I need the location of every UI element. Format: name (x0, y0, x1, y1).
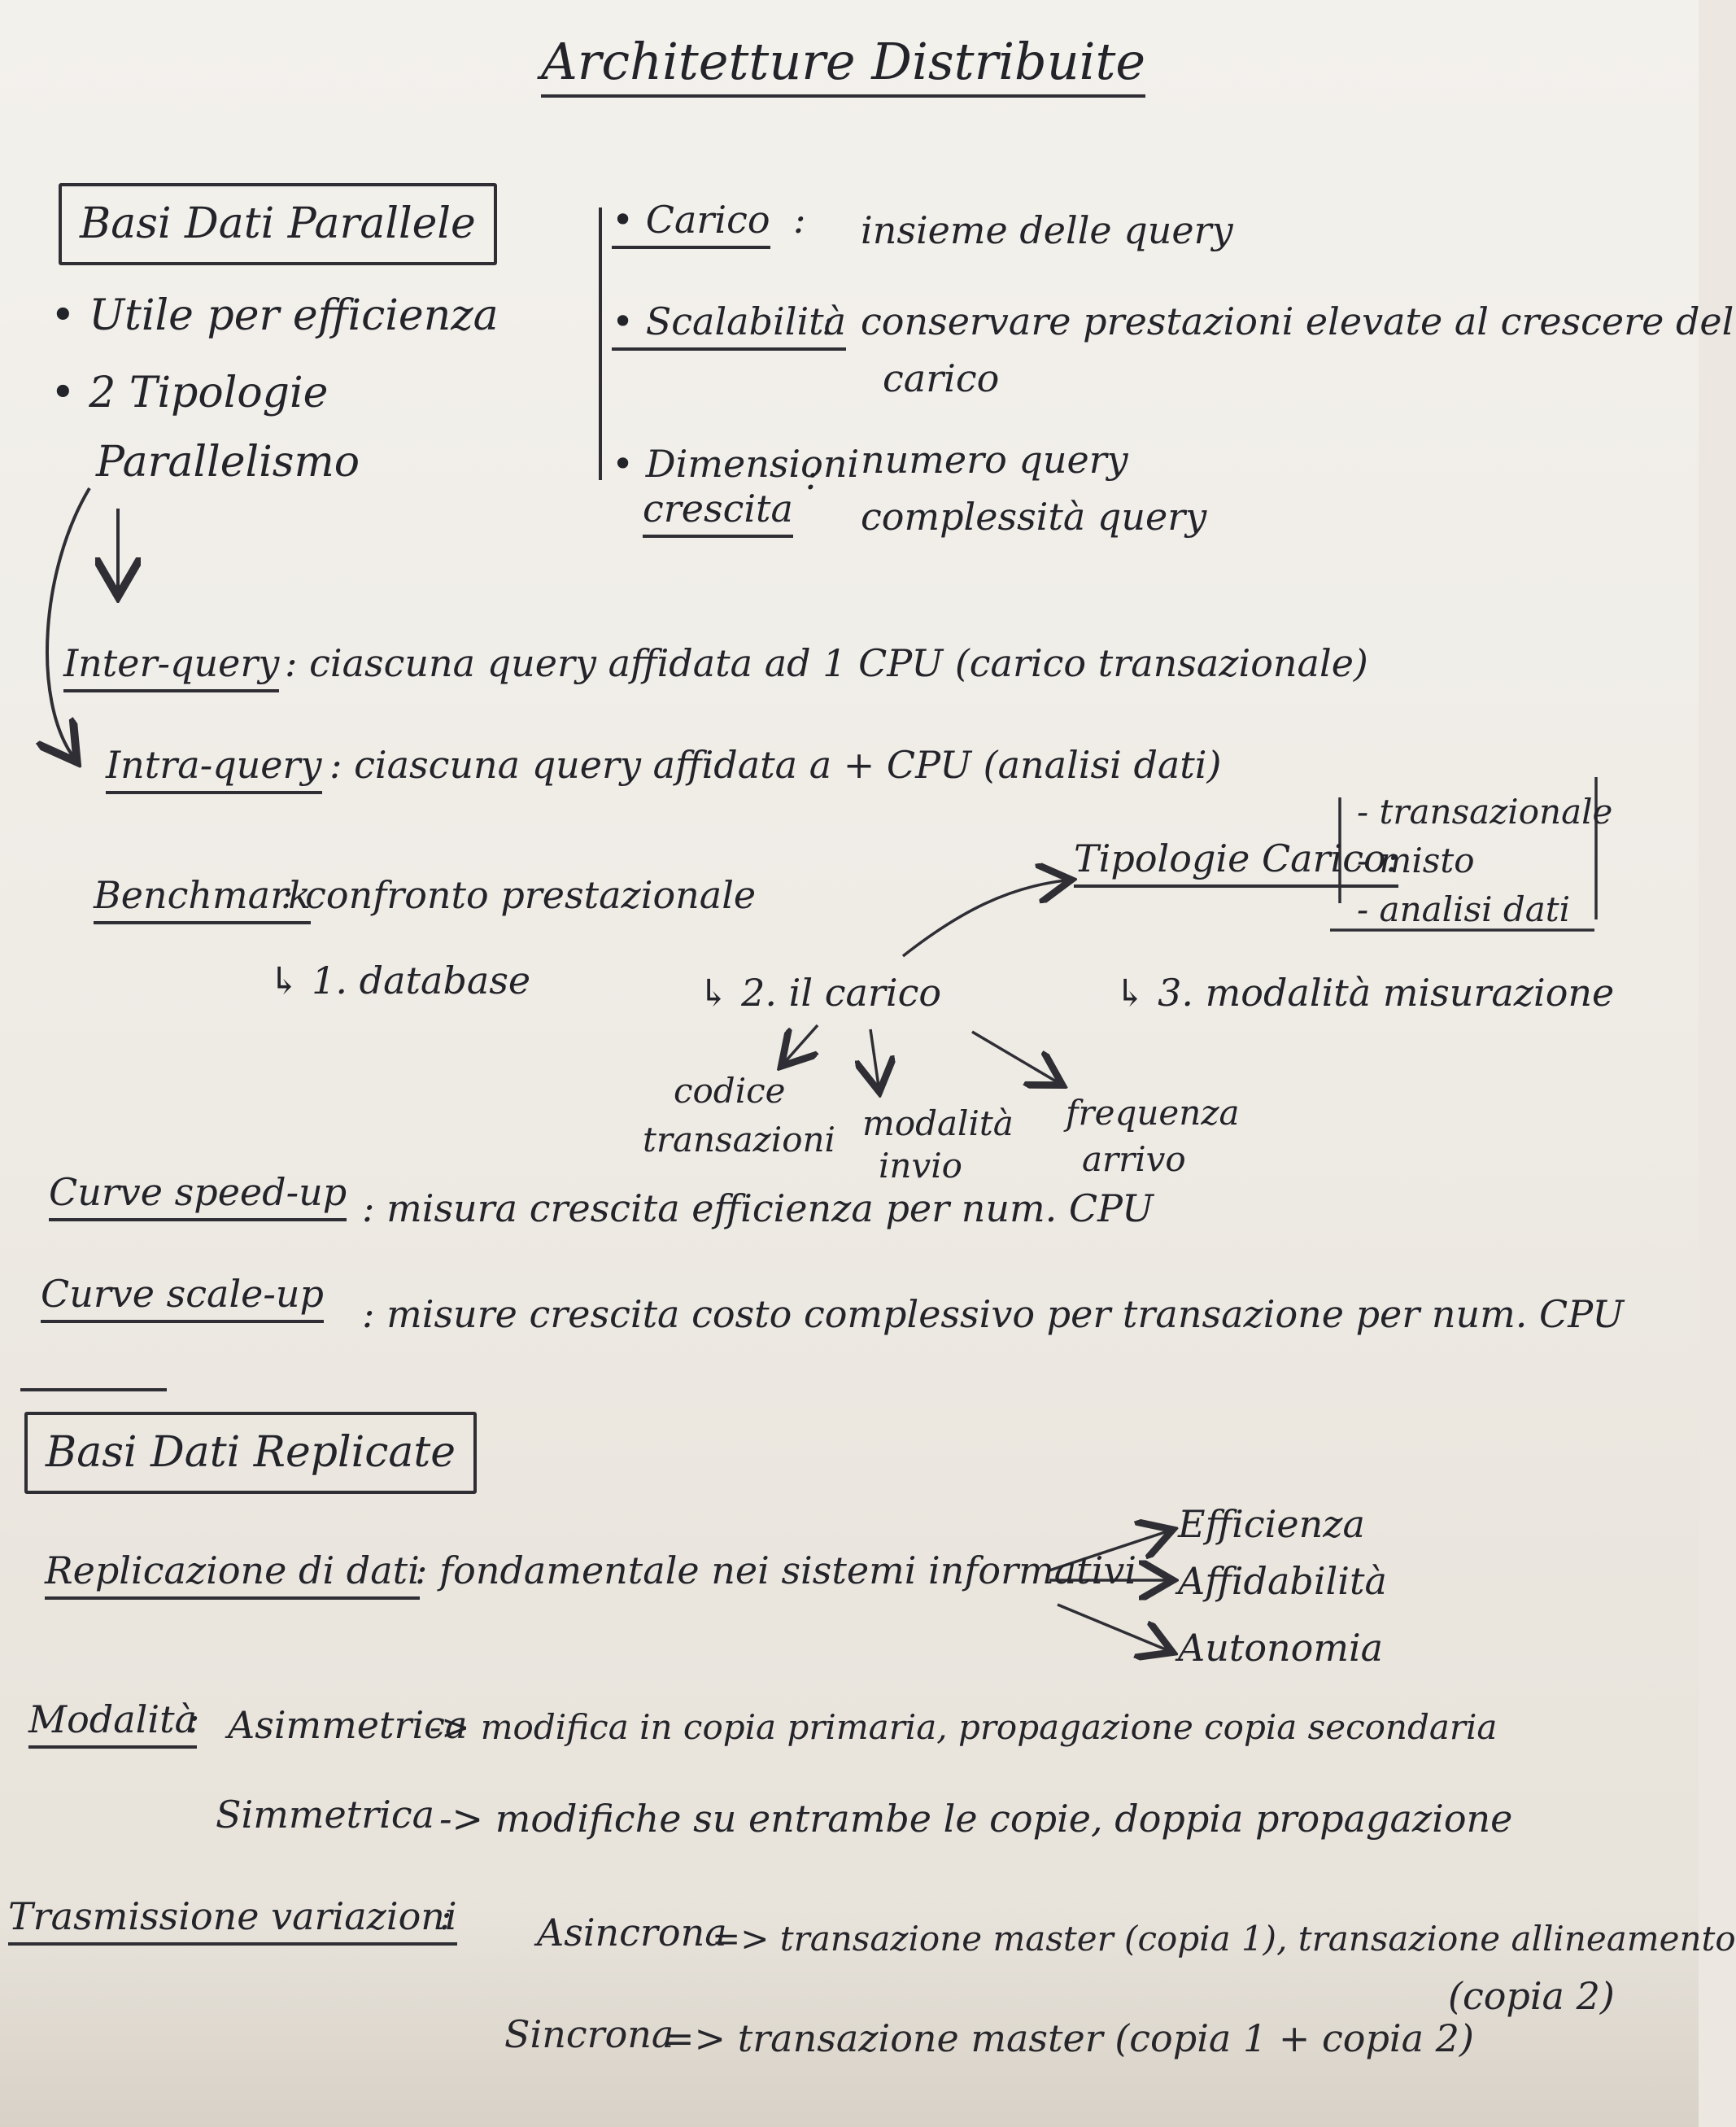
bracket-curve (47, 487, 91, 757)
trasmissione-asincrona-desc: => transazione master (copia 1), transaz… (712, 1919, 1736, 1959)
replicazione-desc: : fondamentale nei sistemi informativi (415, 1548, 1137, 1592)
bullet-tipologie: • 2 Tipologie (50, 369, 329, 417)
inter-query-term: Inter-query (63, 643, 280, 692)
def-scalabilita-desc2: carico (883, 356, 1000, 400)
carico-child-frequenza-l2: arrivo (1082, 1139, 1186, 1179)
benchmark-item-misurazione: ↳ 3. modalità misurazione (1114, 971, 1615, 1015)
def-dimensioni-sep: : (805, 454, 818, 498)
modalita-simmetrica-label: Simmetrica (216, 1793, 435, 1837)
trasmissione-asincrona-cont: (copia 2) (1448, 1974, 1615, 2018)
modalita-sep: : (187, 1697, 200, 1741)
replicazione-term: Replicazione di dati (45, 1550, 420, 1600)
scaleup-desc: : misure crescita costo complessivo per … (362, 1292, 1625, 1336)
section-heading-parallele: Basi Dati Parallele (59, 183, 497, 266)
speedup-desc: : misura crescita efficienza per num. CP… (362, 1186, 1154, 1230)
def-dimensioni-desc: numero query (861, 438, 1128, 482)
arrow-to-modalita (870, 1029, 879, 1086)
intra-query-desc: : ciascuna query affidata a + CPU (anali… (329, 743, 1222, 787)
def-scalabilita-desc: conservare prestazioni elevate al cresce… (861, 299, 1734, 343)
page-title: Architetture Distribuite (541, 33, 1146, 98)
arrow-autonomia (1057, 1603, 1167, 1650)
def-carico-sep: : (793, 198, 806, 242)
section-heading-replicate: Basi Dati Replicate (24, 1412, 478, 1495)
def-carico-term: • Carico (612, 199, 770, 249)
benchmark-item-carico: ↳ 2. il carico (698, 971, 942, 1015)
carico-child-frequenza-l1: frequenza (1066, 1093, 1240, 1133)
benefit-affidabilita: Affidabilità (1178, 1559, 1387, 1603)
def-carico-desc: insieme delle query (861, 208, 1233, 252)
arrow-carico-tipologie (901, 880, 1066, 958)
tipologie-item-analisi: - analisi dati (1357, 889, 1571, 929)
speedup-term: Curve speed-up (49, 1172, 347, 1221)
def-scalabilita-sep: : (822, 299, 835, 343)
trasmissione-sep: : (439, 1894, 452, 1938)
bullet-utile: • Utile per efficienza (50, 291, 499, 340)
def-dimensioni-desc2: complessità query (861, 495, 1207, 539)
modalita-simmetrica-desc: -> modifiche su entrambe le copie, doppi… (439, 1797, 1513, 1841)
benefit-autonomia: Autonomia (1178, 1626, 1384, 1670)
benchmark-item-database: ↳ 1. database (268, 959, 531, 1002)
benchmark-term: Benchmark (94, 875, 311, 924)
inter-query-desc: : ciascuna query affidata ad 1 CPU (cari… (285, 641, 1368, 685)
trasmissione-asincrona-label: Asincrona (537, 1911, 727, 1954)
tipologie-item-transazionale: - transazionale (1357, 792, 1613, 832)
benefit-efficienza: Efficienza (1178, 1502, 1365, 1546)
trasmissione-term: Trasmissione variazioni (8, 1896, 457, 1946)
scaleup-term: Curve scale-up (41, 1273, 324, 1323)
arrow-to-frequenza (971, 1030, 1058, 1082)
tipologie-label: Tipologie Carico: (1074, 838, 1399, 888)
trasmissione-sincrona-label: Sincrona (504, 2012, 674, 2056)
tipologie-item-misto: - misto (1357, 841, 1475, 880)
carico-child-modalita-l2: invio (879, 1146, 962, 1186)
modalita-asimmetrica-label: Asimmetrica (228, 1703, 468, 1747)
carico-child-codice-l2: transazioni (643, 1120, 835, 1160)
carico-child-modalita-l1: modalità (862, 1103, 1014, 1143)
intra-query-term: Intra-query (106, 745, 322, 794)
bullet-tipologie-cont: Parallelismo (96, 438, 360, 487)
def-scalabilita-term: • Scalabilità (612, 301, 847, 351)
modalita-asimmetrica-desc: -> modifica in copia primaria, propagazi… (430, 1707, 1498, 1747)
modalita-term: Modalità (28, 1699, 197, 1749)
trasmissione-sincrona-desc: => transazione master (copia 1 + copia 2… (663, 2016, 1474, 2060)
benchmark-desc: : confronto prestazionale (281, 873, 757, 917)
arrow-to-codice (785, 1024, 818, 1062)
def-dimensioni-term: • Dimensioni (612, 442, 860, 486)
def-dimensioni-term2: crescita (643, 488, 793, 538)
carico-child-codice-l1: codice (674, 1071, 786, 1111)
